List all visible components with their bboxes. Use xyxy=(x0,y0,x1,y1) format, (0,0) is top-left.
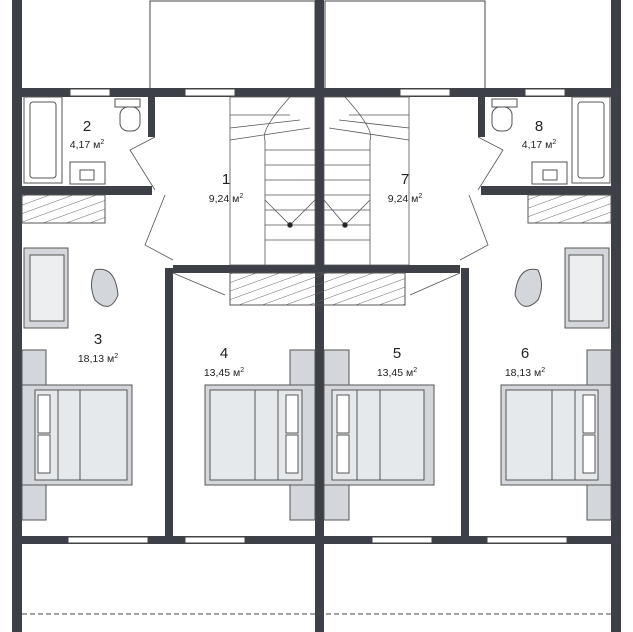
svg-text:2: 2 xyxy=(83,118,91,135)
bed-room-5 xyxy=(323,349,435,521)
toilet-right xyxy=(491,98,518,132)
svg-text:4,17 м2: 4,17 м2 xyxy=(70,139,105,151)
bed-room-3 xyxy=(21,349,133,521)
room-4-label: 4 13,45 м2 xyxy=(204,345,244,379)
bathtub-left xyxy=(23,96,63,184)
wardrobes xyxy=(21,194,612,306)
bed-room-4 xyxy=(204,349,316,521)
staircase xyxy=(229,96,410,266)
toilet-left xyxy=(114,98,141,132)
svg-text:13,45 м2: 13,45 м2 xyxy=(204,367,244,379)
room-7-label: 7 9,24 м2 xyxy=(388,171,423,205)
svg-text:3: 3 xyxy=(94,331,102,348)
svg-text:18,13 м2: 18,13 м2 xyxy=(78,353,118,365)
svg-text:7: 7 xyxy=(401,171,409,188)
svg-text:4: 4 xyxy=(220,345,228,362)
svg-text:4,17 м2: 4,17 м2 xyxy=(522,139,557,151)
table-left xyxy=(91,268,119,307)
table-right xyxy=(514,268,542,307)
room-labels: 1 9,24 м2 2 4,17 м2 3 18,13 м2 4 13,45 м… xyxy=(70,118,557,379)
doors xyxy=(129,136,504,296)
sink-left xyxy=(69,161,106,185)
svg-text:9,24 м2: 9,24 м2 xyxy=(388,193,423,205)
room-3-label: 3 18,13 м2 xyxy=(78,331,118,365)
bathtub-right xyxy=(571,96,611,184)
svg-text:6: 6 xyxy=(521,345,529,362)
room-6-label: 6 18,13 м2 xyxy=(505,345,545,379)
svg-text:5: 5 xyxy=(393,345,401,362)
room-2-label: 2 4,17 м2 xyxy=(70,118,105,151)
svg-text:1: 1 xyxy=(222,171,230,188)
room-1-label: 1 9,24 м2 xyxy=(209,171,244,205)
svg-text:13,45 м2: 13,45 м2 xyxy=(377,367,417,379)
room-8-label: 8 4,17 м2 xyxy=(522,118,557,151)
armchair-left xyxy=(23,247,69,329)
windows xyxy=(67,88,568,544)
sink-right xyxy=(531,161,568,185)
room-5-label: 5 13,45 м2 xyxy=(377,345,417,379)
bed-room-6 xyxy=(500,349,612,521)
svg-text:8: 8 xyxy=(535,118,543,135)
svg-text:9,24 м2: 9,24 м2 xyxy=(209,193,244,205)
walls xyxy=(12,0,621,632)
armchair-right xyxy=(564,247,610,329)
svg-text:18,13 м2: 18,13 м2 xyxy=(505,367,545,379)
